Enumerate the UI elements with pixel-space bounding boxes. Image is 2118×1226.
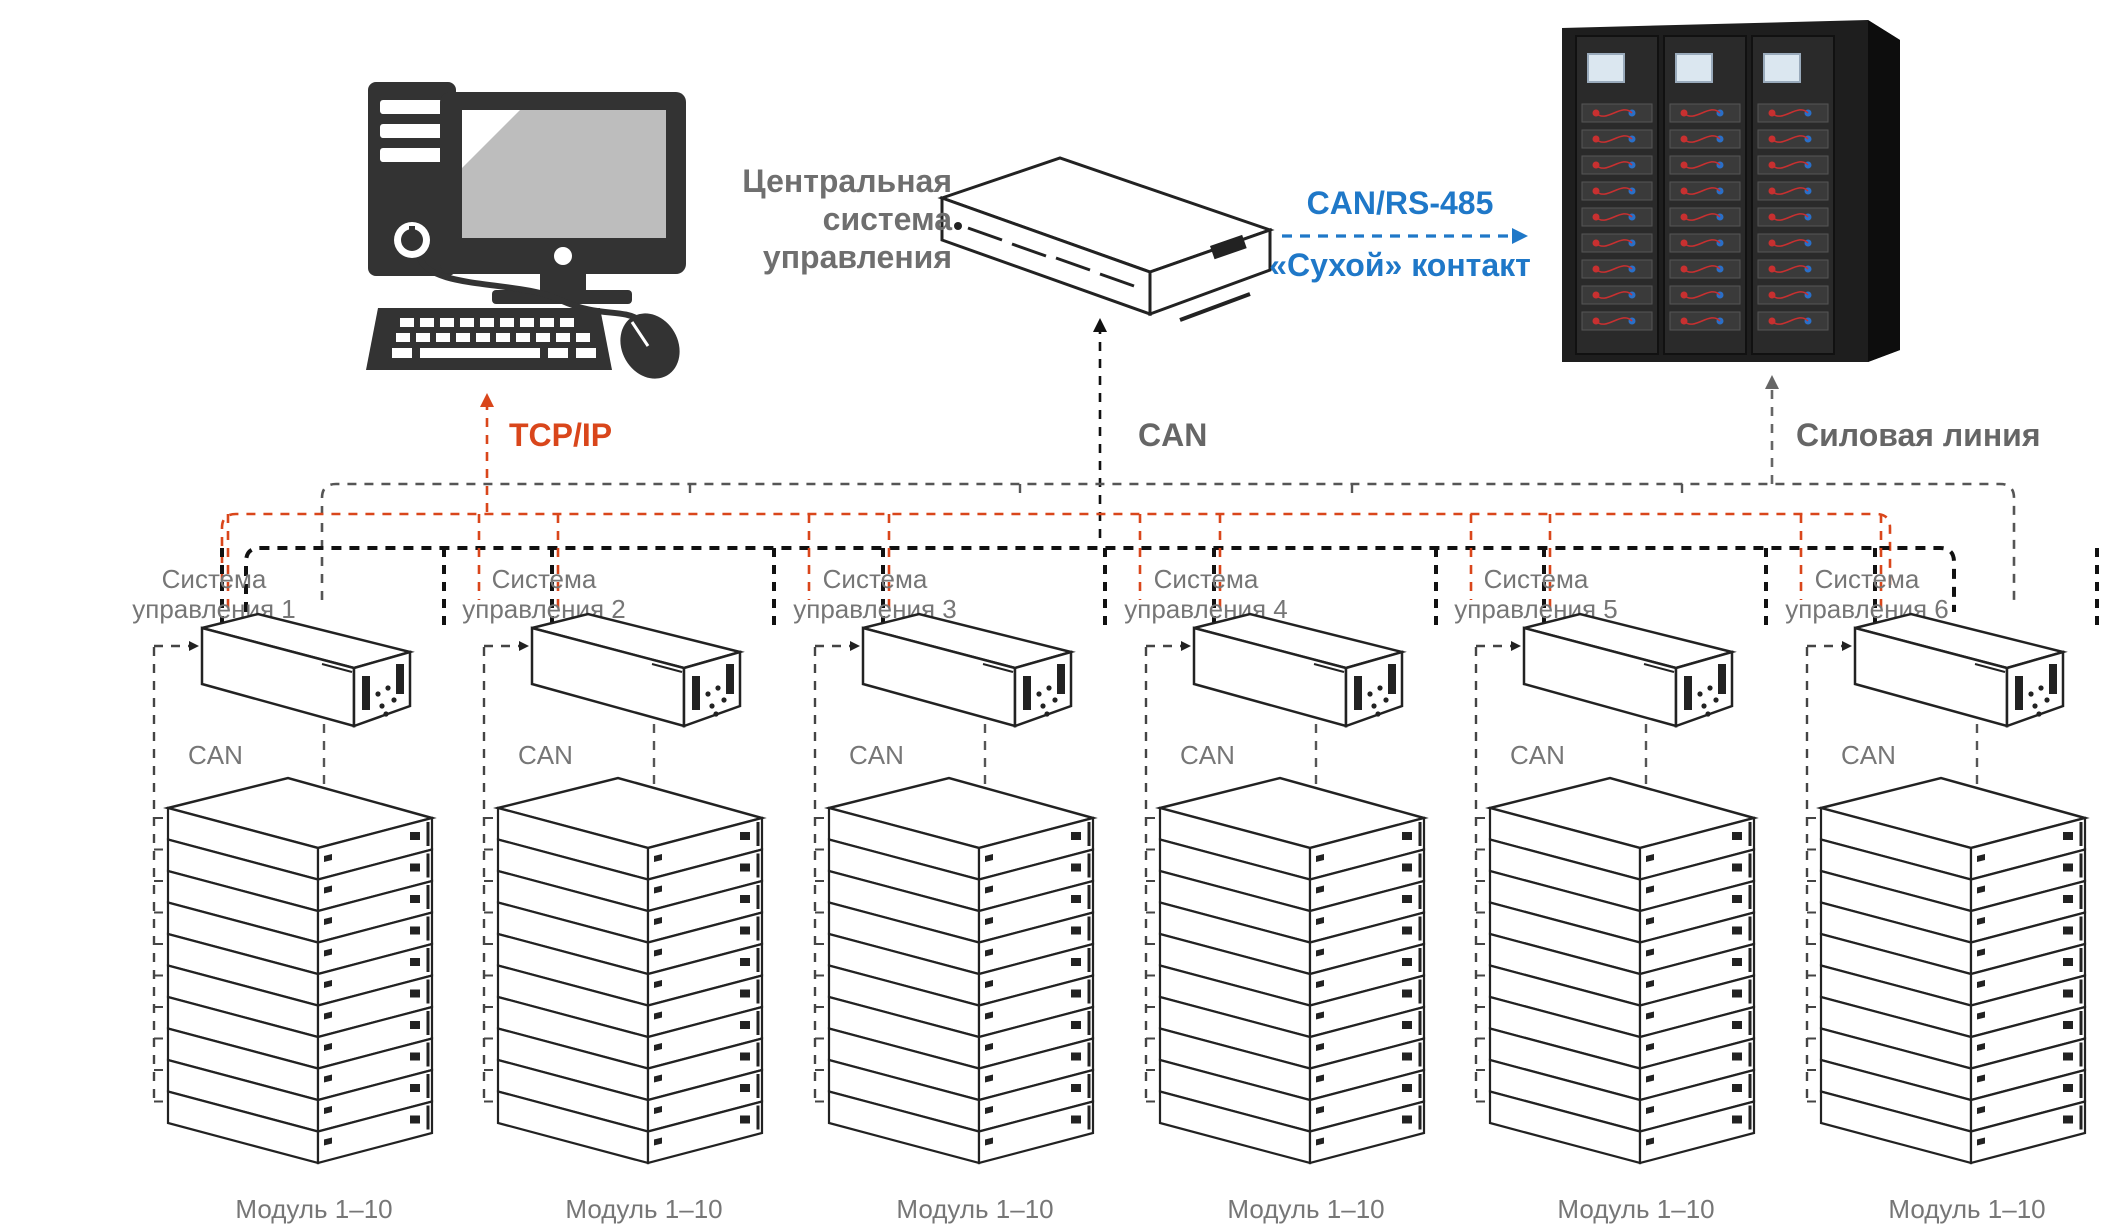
can-bus-line [244, 546, 1956, 612]
control-system-label-line1: Система [492, 564, 597, 594]
battery-module [496, 1090, 764, 1165]
power-cabinet-icon [1562, 20, 1900, 362]
control-system-label-line1: Система [1815, 564, 1920, 594]
control-system-label-line1: Система [1154, 564, 1259, 594]
control-unit-icon [530, 612, 745, 728]
can-local-label: CAN [518, 740, 573, 770]
battery-module [1819, 806, 2087, 881]
control-unit-icon [1853, 612, 2068, 728]
battery-module-stack-icon [493, 776, 767, 1165]
modules-label: Модуль 1–10 [565, 1194, 722, 1224]
battery-module-stack-icon [824, 776, 1098, 1165]
battery-module-stack-icon [1485, 776, 1759, 1165]
cabinet-column [1751, 35, 1835, 355]
can-local-label: CAN [1510, 740, 1565, 770]
control-system-label-line1: Система [823, 564, 928, 594]
control-unit-icon [200, 612, 415, 728]
modules-label: Модуль 1–10 [1557, 1194, 1714, 1224]
battery-module [1158, 995, 1426, 1070]
can-rs485-label: CAN/RS-485 [1307, 185, 1494, 221]
battery-module [827, 1090, 1095, 1165]
desktop-computer-icon [366, 82, 686, 379]
battery-module [827, 995, 1095, 1070]
battery-module [166, 869, 434, 944]
can-local-label: CAN [849, 740, 904, 770]
battery-module [1158, 1090, 1426, 1165]
control-unit-icon [861, 612, 1076, 728]
power-line-label: Силовая линия [1796, 417, 2041, 453]
dry-contact-label: «Сухой» контакт [1269, 247, 1531, 283]
battery-module-stack-icon [1816, 776, 2090, 1165]
battery-module [166, 932, 434, 1007]
can-main-label: CAN [1138, 417, 1207, 453]
battery-module-stack-icon [1155, 776, 1429, 1165]
cabinet-column [1575, 35, 1659, 355]
control-system-label-line1: Система [162, 564, 267, 594]
can-local-label: CAN [188, 740, 243, 770]
tcp-ip-label: TCP/IP [509, 417, 612, 453]
central-control-unit-icon [937, 156, 1275, 322]
modules-label: Модуль 1–10 [235, 1194, 392, 1224]
battery-module [1819, 1090, 2087, 1165]
battery-module [827, 806, 1095, 881]
control-unit-icon [1522, 612, 1737, 728]
central-control-label-2: система [823, 201, 953, 237]
battery-module [1158, 806, 1426, 881]
control-system-label-line1: Система [1484, 564, 1589, 594]
central-control-label-1: Центральная [742, 163, 952, 199]
cabinet-column [1663, 35, 1747, 355]
can-local-label: CAN [1841, 740, 1896, 770]
power-bus-line [320, 482, 2016, 600]
modules-label: Модуль 1–10 [1888, 1194, 2045, 1224]
battery-module [496, 995, 764, 1070]
modules-label: Модуль 1–10 [896, 1194, 1053, 1224]
can-local-label: CAN [1180, 740, 1235, 770]
battery-module [496, 964, 764, 1039]
central-control-label-3: управления [763, 239, 952, 275]
battery-module-stack-icon [163, 776, 437, 1165]
battery-module [1488, 1090, 1756, 1165]
tcp-bus-line [220, 512, 1892, 590]
battery-module [166, 1090, 434, 1165]
battery-module [166, 995, 434, 1070]
modules-label: Модуль 1–10 [1227, 1194, 1384, 1224]
battery-module [1158, 964, 1426, 1039]
control-unit-icon [1192, 612, 1407, 728]
battery-module [496, 932, 764, 1007]
